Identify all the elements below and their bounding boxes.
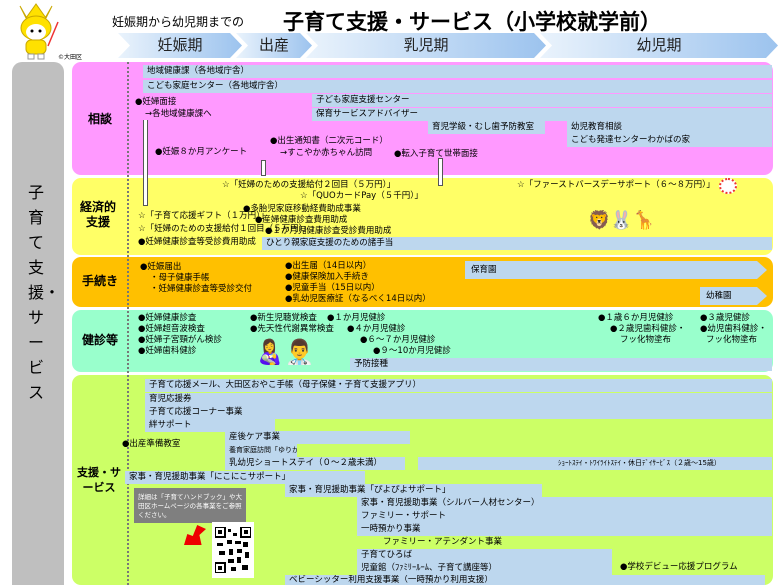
checkup-item: ●１歳６か月児健診 [598,313,674,323]
support-bar: 子育て応援コーナー事業 [145,406,772,419]
consult-bar: 地域健康課（各地域庁舎） [143,65,772,78]
economic-item: ☆「妊婦のための支援給付１回目（５万円）」 [138,224,312,234]
procedure-item: ●健康保険加入手続き [285,272,369,282]
section-label-procedure: 手続き [81,274,118,288]
economic-item: ☆「妊婦のための支援給付２回目（５万円）」 [222,180,396,190]
checkup-bar: 予防接種 [350,358,772,371]
economic-item: ●１か月児健康診査受診費用助成 [265,226,392,236]
consult-item: ●妊娠８か月アンケート [155,147,248,157]
checkup-item: ●新生児聴覚検査 [250,313,317,323]
checkup-item: ●妊婦健康診査 [138,313,197,323]
support-item: ファミリー・アテンダント事業 [383,537,503,547]
checkup-item: ●４か月児健診 [347,324,406,334]
support-bar: 子育て応援メール、大田区おやこ手帳（母子保健・子育て支援アプリ） [145,379,772,392]
checkup-item: ●３歳児健診 [700,313,750,323]
support-bar: 乳幼児ショートステイ（０～２歳未満） [225,457,405,470]
checkup-item: ●妊婦子宮頸がん検診 [138,335,222,345]
consult-item: →各地域健康課へ [145,109,212,119]
checkup-item: ●９～10か月児健診 [373,346,451,356]
consult-bar: 育児学級・むし歯予防教室 [428,121,545,134]
support-bar: 産後ケア事業 [225,431,410,444]
section-label-economic: 経済的支援 [79,200,116,229]
checkup-item: フッ化物塗布 [706,335,758,345]
economic-item: ●妊婦健康診査等受診費用助成 [138,237,256,247]
support-bar: ファミリー・サポート [357,510,772,523]
side-label-text: 子育て支援・サービス [28,183,61,402]
timeline-divider [127,62,129,585]
economic-bar: ひとり親家庭支援のための諸手当 [262,237,772,250]
section-label-consult: 相談 [87,112,112,126]
support-bar: 児童館（ﾌｧﾐﾘｰﾙｰﾑ、子育て講座等） [357,562,612,575]
side-label [12,62,64,585]
arrow-down-icon [438,158,443,186]
mascot [12,2,60,60]
arrow-down-icon [143,120,148,206]
support-bar: 子育てひろば [357,549,612,562]
consult-bar: こども家庭センター（各地域庁舎） [143,80,772,93]
support-bar: ベビーシッター利用支援事業（一時預かり利用支援） [285,575,765,585]
info-note: 詳細は「子育てハンドブック」や大田区ホームページの各事業をご参照ください。 [134,488,246,523]
consult-item: →すこやか赤ちゃん訪問 [280,148,373,158]
procedure-item: ●児童手当（15日以内） [285,283,380,293]
support-item: ●学校デビュー応援プログラム [620,562,738,572]
consult-item: ●出生通知書（二次元コード） [270,136,388,146]
birthday-cake-icon [719,178,737,194]
support-bar: 養育家庭訪問「ゆりかご」 [225,444,297,457]
checkup-item: ●妊婦歯科健診 [138,346,197,356]
economic-item: ☆「QUOカードPay（５千円）」 [300,191,423,201]
nursery-arrow: 保育園 [465,261,767,279]
checkup-item: ●先天性代謝異常検査 [250,324,334,334]
consult-bar: 保育サービスアドバイザー [312,108,772,121]
procedure-item: ●出生届（14日以内） [285,261,372,271]
support-bar: 家事・育児援助事業「ぴよぴよサポート」 [285,484,542,497]
support-bar: 育児応援券 [145,393,772,406]
checkup-item: ●１か月児健診 [327,313,386,323]
support-item: ●出産準備教室 [122,439,181,449]
checkup-item: ●妊婦超音波検査 [138,324,205,334]
section-label-checkup: 健診等 [81,333,118,347]
checkup-item: ●６～７か月児健診 [360,335,436,345]
consult-bar: 幼児教育相談 [567,121,772,134]
support-bar: 絆サポート [145,419,275,432]
procedure-item: ●妊娠届出 [140,262,182,272]
support-bar: 一時預かり事業 [357,523,772,536]
procedure-item: ・母子健康手帳 [150,273,210,283]
procedure-item: ・妊婦健康診査等受診交付 [150,284,253,294]
qr-code[interactable] [212,522,254,578]
checkup-item: ●幼児歯科健診・ [700,324,767,334]
consult-item: ●転入子育て世帯面接 [394,149,478,159]
phase-toddler: 幼児期 [540,33,778,58]
copyright: ©大田区 [58,54,83,61]
consult-bar: 子ども家庭支援センター [312,94,772,107]
doctor-family-illustration: 👩‍🍼👨‍⚕️ [255,338,315,366]
phase-pregnancy: 妊娠期 [118,33,242,58]
support-bar: 家事・育児援助事業「にこにこサポート」 [125,471,365,484]
phase-infant: 乳児期 [306,33,546,58]
consult-bar: こども発達センターわかばの家 [567,134,772,147]
arrow-down-icon [261,160,266,176]
page-title: 子育て支援・サービス（小学校就学前） [283,10,661,34]
phase-birth: 出産 [236,33,312,58]
support-bar: 家事・育児援助事業（シルバー人材センター） [357,497,772,510]
page-subtitle: 妊娠期から幼児期までの [112,15,245,29]
consult-item: ●妊婦面接 [135,97,177,107]
checkup-item: ●２歳児歯科健診・ [610,324,686,334]
checkup-item: フッ化物塗布 [620,335,672,345]
animals-illustration: 🦁🐰🦒 [588,210,656,231]
section-label-support: 支援・サービス [77,466,121,494]
economic-item: ●多胎児家庭移動経費助成事業 [243,204,361,214]
support-bar: ｼｮｰﾄｽﾃｲ・ﾄﾜｲﾗｲﾄｽﾃｲ・休日ﾃﾞｲｻｰﾋﾞｽ（２歳～15歳） [418,457,772,470]
economic-item: ☆「ファーストバースデーサポート（６～８万円）」 [517,180,715,190]
procedure-item: ●乳幼児医療証（なるべく14日以内） [285,294,431,304]
economic-item: ☆「子育て応援ギフト（１万円）」 [138,211,269,221]
economic-item: ●産婦健康診査費用助成 [255,215,348,225]
kindergarten-arrow: 幼稚園 [700,287,767,305]
